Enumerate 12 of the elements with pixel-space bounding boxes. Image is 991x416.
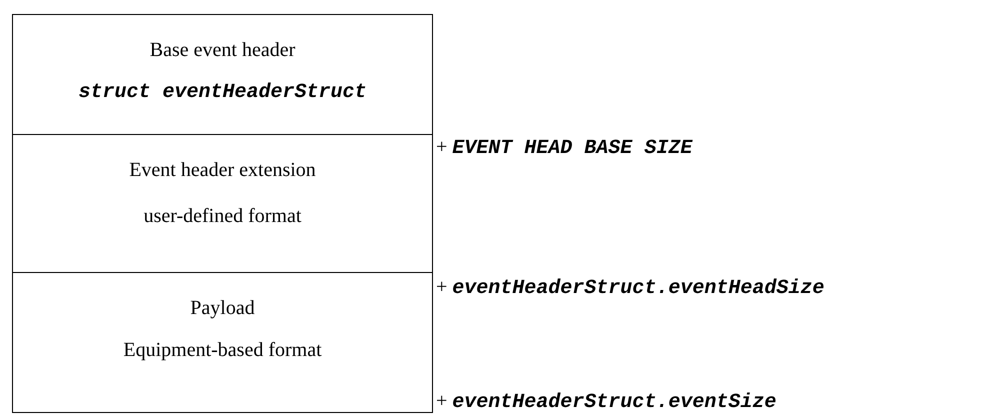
offset-label: + EVENT HEAD BASE SIZE [436, 136, 692, 160]
box-text: user-defined format [142, 205, 302, 228]
offset-label: + eventHeaderStruct.eventSize [436, 390, 776, 414]
layer-box [12, 14, 433, 135]
box-text: Equipment-based format [122, 339, 323, 362]
offset-label: + eventHeaderStruct.eventHeadSize [436, 276, 824, 300]
layer-box [12, 272, 433, 413]
box-text: Event header extension [128, 159, 317, 182]
code-text: struct eventHeaderStruct [77, 81, 368, 104]
box-text: Payload [189, 297, 256, 320]
box-text: Base event header [148, 39, 296, 62]
layer-box [12, 134, 433, 273]
